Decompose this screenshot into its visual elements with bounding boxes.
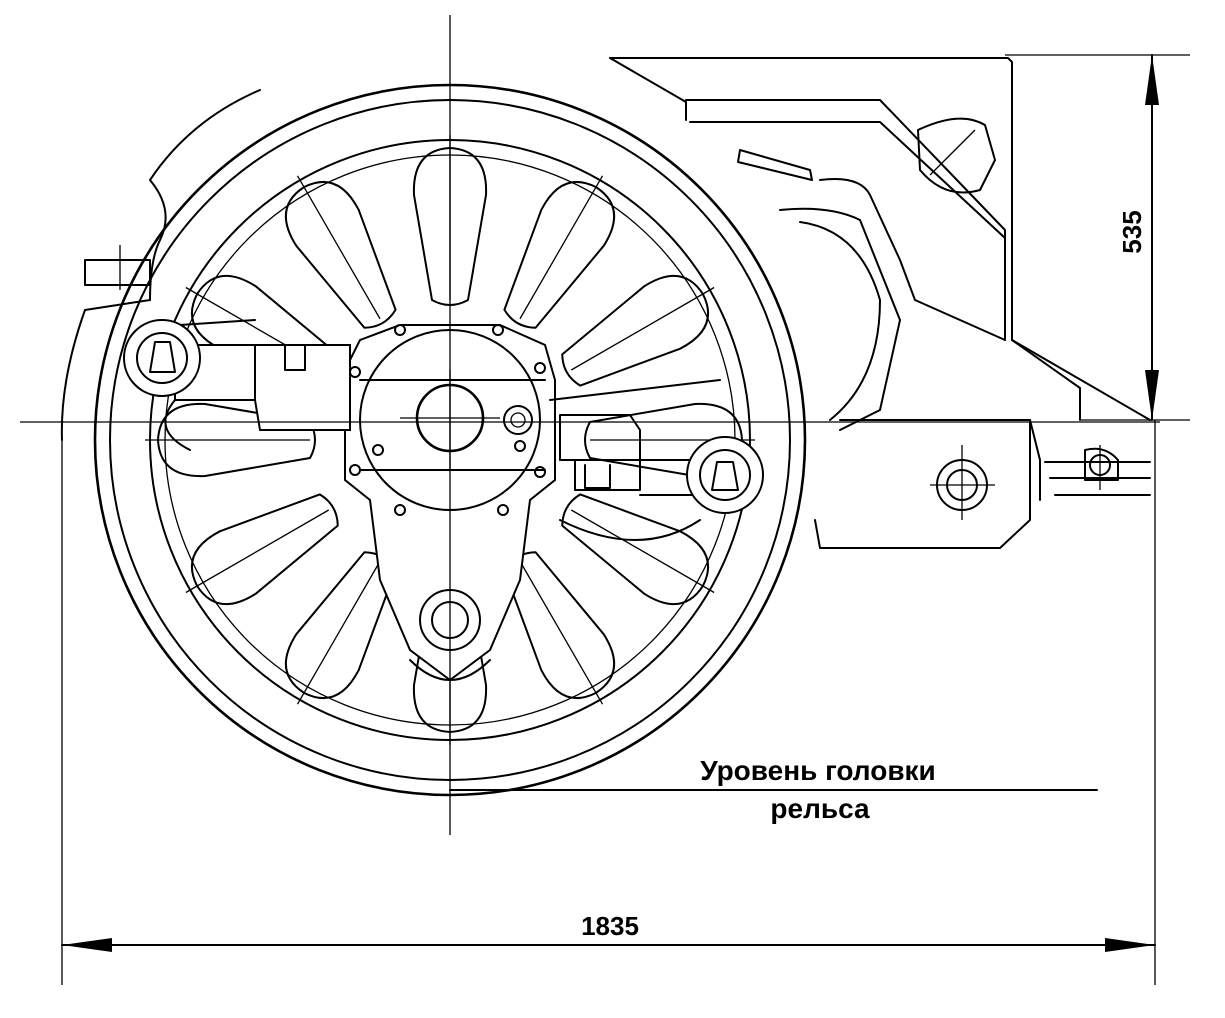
bolt (395, 325, 405, 335)
bolt (350, 367, 360, 377)
bolt (535, 467, 545, 477)
bolt (535, 363, 545, 373)
rail-level-label-line2: рельса (770, 793, 870, 824)
spoke-opening (145, 404, 315, 476)
spoke-opening (549, 476, 732, 624)
dimension-height-label: 535 (1117, 210, 1147, 253)
spoke-opening (266, 158, 414, 341)
bolt (498, 505, 508, 515)
dimension-height (1005, 55, 1190, 420)
brake-rigging (165, 320, 720, 540)
bolt (493, 325, 503, 335)
center-lines (20, 15, 1160, 835)
bolt (350, 465, 360, 475)
wheel-spoke-openings (145, 135, 755, 745)
spoke-opening (549, 256, 732, 404)
dimension-width (62, 420, 1155, 985)
spoke-opening (168, 476, 351, 624)
bolt (373, 445, 383, 455)
rail-level-label-line1: Уровень головки (700, 755, 936, 786)
bolt (395, 505, 405, 515)
hub-bolts (350, 325, 545, 515)
pin-right (687, 437, 763, 513)
spoke-opening (486, 158, 634, 341)
pin-left (124, 320, 200, 396)
dimension-width-label: 1835 (581, 911, 639, 941)
bolt (515, 441, 525, 451)
